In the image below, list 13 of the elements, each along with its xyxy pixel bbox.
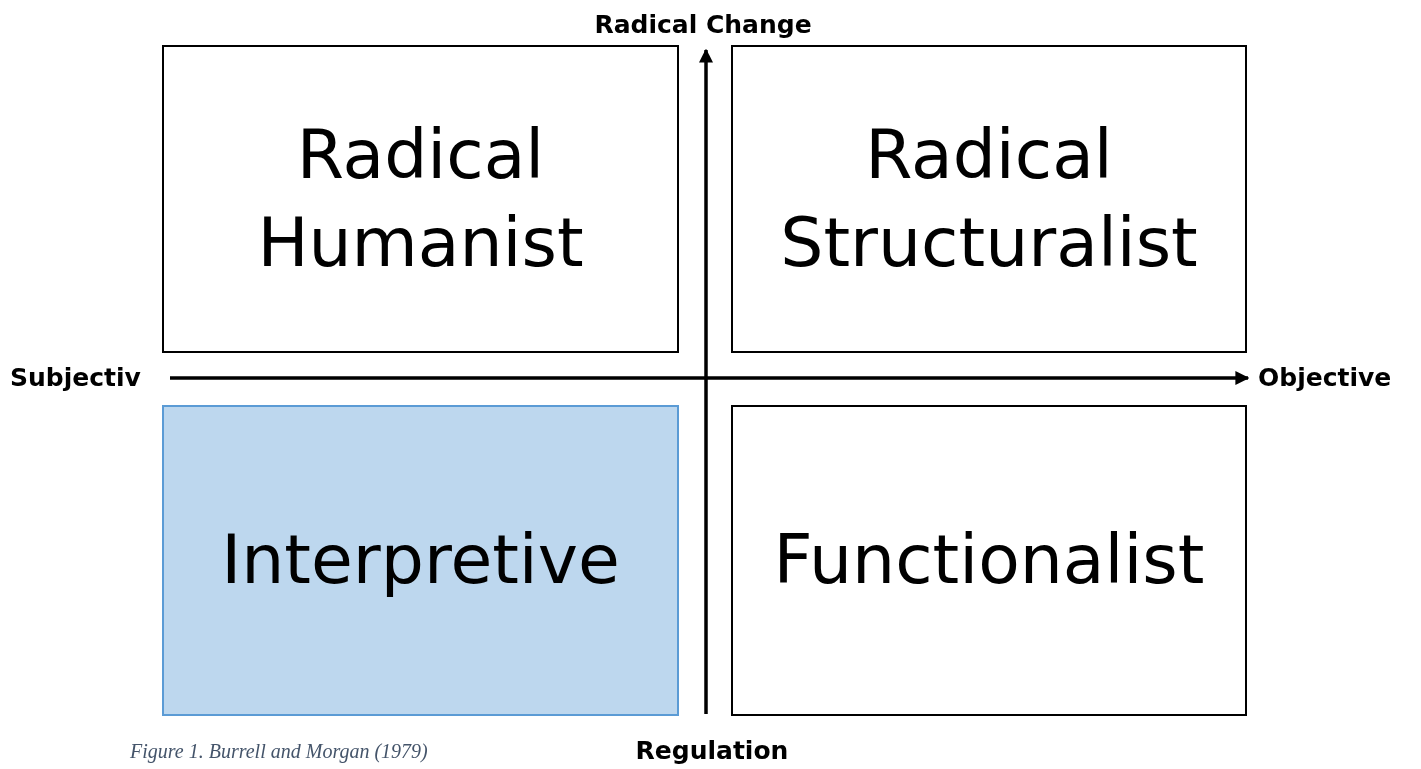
quadrant-title: Functionalist <box>773 519 1205 602</box>
quadrant-title: Radical Structuralist <box>779 113 1199 284</box>
axis-label: Objective <box>1258 363 1392 392</box>
axis-label: Regulation <box>635 736 789 765</box>
axis-label: Radical Change <box>594 10 812 39</box>
quadrant-title: Interpretive <box>221 519 620 602</box>
figure-caption: Figure 1. Burrell and Morgan (1979) <box>130 740 428 763</box>
quadrant-title: Radical Humanist <box>256 113 585 284</box>
quadrant-box <box>731 45 1247 353</box>
quadrant-box <box>162 45 679 353</box>
quadrant-box <box>162 405 679 716</box>
axis-label: Subjectiv <box>10 363 141 392</box>
quadrant-box <box>731 405 1247 716</box>
